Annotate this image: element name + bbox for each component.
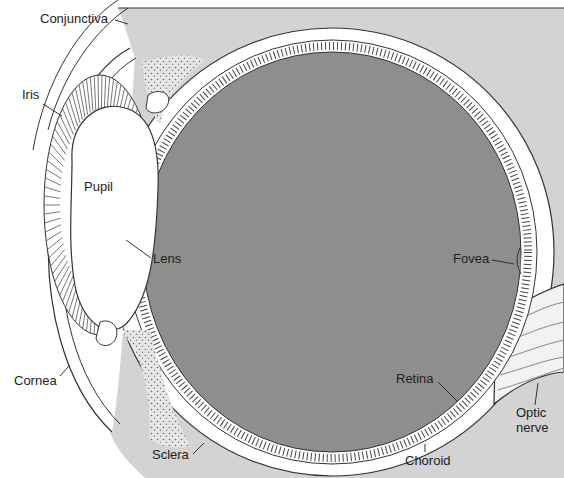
- iris-ray: [83, 81, 88, 114]
- iris-ray: [57, 121, 69, 143]
- iris-ray: [45, 218, 61, 223]
- part-label: Choroid: [405, 454, 451, 469]
- leader-line: [438, 382, 458, 402]
- iris-ray: [55, 129, 68, 150]
- leader-line: [492, 260, 514, 264]
- iris-ray: [72, 92, 80, 122]
- iris-ray: [66, 280, 76, 308]
- iris-ray: [69, 97, 78, 126]
- fovea-pit: [517, 248, 521, 274]
- iris-ray: [104, 76, 106, 111]
- part-label: Retina: [396, 372, 434, 387]
- leader-line: [115, 20, 128, 24]
- iris-ray: [66, 103, 76, 131]
- iris-ray: [51, 144, 65, 160]
- zonule: [118, 330, 190, 448]
- leader-line: [425, 444, 426, 452]
- choroid: [127, 40, 537, 464]
- lens: [71, 106, 159, 330]
- iris-ray: [55, 261, 68, 282]
- iris-ray: [45, 225, 61, 232]
- part-label: Sclera: [152, 448, 189, 463]
- orbit-tissue: [110, 8, 564, 478]
- leader-line: [60, 366, 69, 376]
- ciliary-body: [96, 321, 117, 346]
- vitreous-body: [143, 52, 521, 452]
- iris-ray: [45, 187, 61, 192]
- part-label: Lens: [153, 252, 181, 267]
- iris-ray: [46, 169, 61, 179]
- iris-ray: [49, 244, 64, 258]
- iris-ray: [57, 266, 69, 288]
- iris-ray: [44, 212, 60, 214]
- iris-ray: [60, 271, 72, 295]
- part-label: Cornea: [14, 374, 57, 389]
- leader-lines: [43, 20, 538, 454]
- iris-ray: [51, 250, 65, 266]
- leader-line: [193, 443, 204, 454]
- iris-ray: [60, 115, 72, 139]
- iris-ray: [53, 136, 67, 155]
- part-label: Fovea: [453, 252, 489, 267]
- iris-ray: [44, 205, 60, 206]
- iris-ray: [47, 161, 62, 173]
- iris-ray: [46, 231, 61, 241]
- iris-ray: [63, 276, 74, 302]
- iris-ray: [90, 77, 93, 111]
- part-label: Pupil: [84, 180, 113, 195]
- leader-line: [126, 240, 151, 258]
- part-label: Optic nerve: [516, 406, 560, 436]
- retina: [136, 46, 528, 458]
- iris-ray: [98, 75, 100, 110]
- frame-line: [118, 8, 564, 9]
- sclera: [110, 28, 554, 476]
- zonule: [142, 56, 205, 125]
- leader-line: [43, 104, 62, 116]
- iris-ray: [49, 152, 64, 166]
- iris-ray: [75, 88, 82, 119]
- iris-ray: [53, 255, 67, 274]
- iris-ray: [101, 75, 103, 110]
- iris-ray: [47, 237, 62, 249]
- iris-ray: [86, 79, 90, 113]
- iris-ray: [63, 108, 74, 134]
- iris-ray: [94, 76, 96, 111]
- part-label: Iris: [22, 88, 39, 103]
- ciliary-body: [146, 92, 169, 113]
- iris-ray: [45, 178, 61, 185]
- part-label: Conjunctiva: [40, 12, 108, 27]
- iris-ray: [44, 196, 60, 198]
- leader-line: [535, 383, 538, 405]
